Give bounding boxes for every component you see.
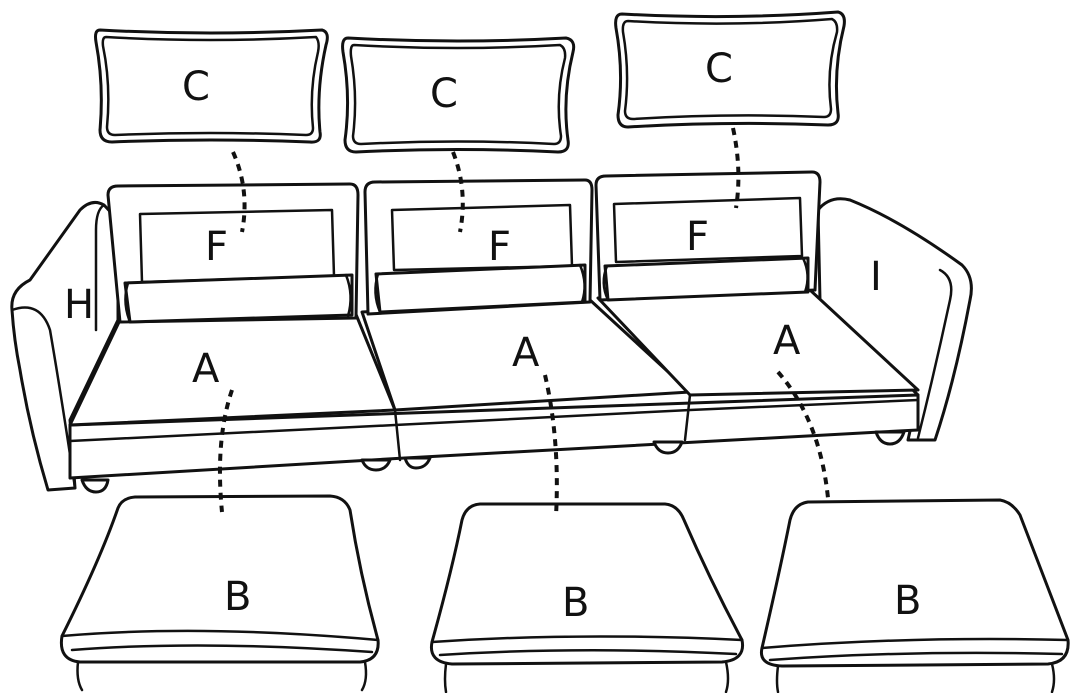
- backrest-cushion-left: [96, 30, 328, 142]
- label-b-middle: B: [562, 580, 589, 626]
- label-b-left: B: [224, 574, 251, 620]
- label-a-right: A: [773, 318, 801, 364]
- label-f-middle: F: [488, 224, 511, 270]
- back-frame-middle: [365, 180, 592, 314]
- label-a-middle: A: [512, 330, 540, 376]
- label-h: H: [64, 282, 94, 328]
- backrest-cushion-middle: [343, 38, 574, 152]
- label-i: I: [870, 254, 882, 300]
- label-b-right: B: [894, 578, 921, 624]
- back-frame-left: [108, 184, 358, 322]
- label-c-right: C: [705, 46, 733, 92]
- seat-left: [70, 312, 395, 425]
- label-f-left: F: [205, 224, 228, 270]
- label-a-left: A: [192, 346, 220, 392]
- label-c-middle: C: [430, 71, 458, 117]
- label-c-left: C: [182, 64, 210, 110]
- label-f-right: F: [686, 214, 709, 260]
- seat-cushion-left: [61, 496, 378, 690]
